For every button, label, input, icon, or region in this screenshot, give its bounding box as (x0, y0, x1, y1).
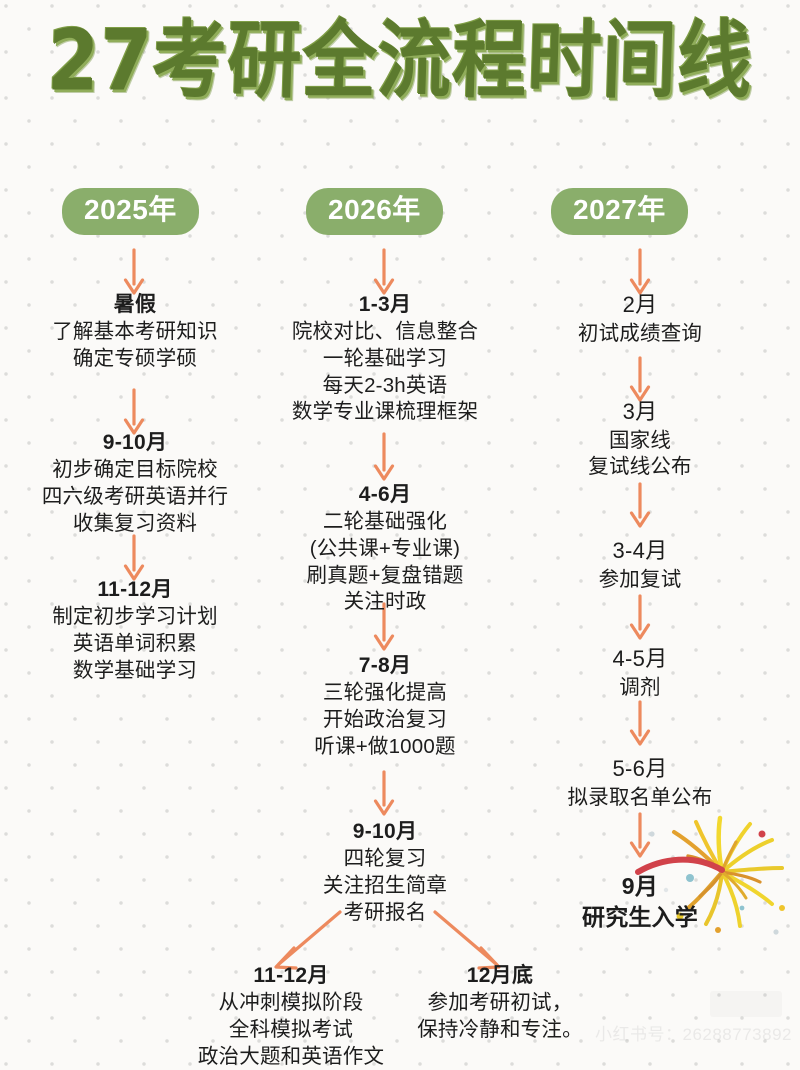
arrow-down-col2-2 (372, 602, 396, 652)
arrow-down-col2-3 (372, 770, 396, 818)
node-heading: 3-4月 (612, 538, 668, 563)
node-heading: 12月底 (466, 964, 534, 987)
node-line: 研究生入学 (582, 903, 698, 930)
node-line: 确定专硕学硕 (72, 346, 198, 370)
timeline-node-2026-nov-dec: 11-12月 从冲刺模拟阶段 全科模拟考试 政治大题和英语作文 (166, 962, 416, 1070)
node-heading: 9月 (621, 873, 659, 899)
node-line: 拟录取名单公布 (567, 785, 713, 809)
node-heading: 5-6月 (612, 756, 668, 781)
year-badge-2027[interactable]: 2027年 (551, 188, 688, 236)
node-line: 收集复习资料 (72, 511, 198, 535)
node-heading: 3月 (622, 399, 658, 424)
timeline-node-2026-jan-mar: 1-3月 院校对比、信息整合 一轮基础学习 每天2-3h英语 数学专业课梳理框架 (250, 291, 520, 426)
node-heading: 2月 (622, 292, 658, 317)
page-title: 27考研全流程时间线 (45, 11, 754, 111)
year-badge-2025[interactable]: 2025年 (62, 188, 199, 236)
node-line: 四六级考研英语并行 (41, 484, 229, 508)
arrow-down-col3-5 (628, 812, 652, 860)
node-line: 三轮强化提高 (322, 681, 448, 705)
timeline-node-2027-mar: 3月 国家线 复试线公布 (505, 398, 775, 481)
node-line: 院校对比、信息整合 (291, 320, 479, 344)
node-line: 关注招生简章 (322, 873, 448, 897)
node-line: 国家线 (608, 428, 672, 452)
node-line: 刷真题+复盘错题 (306, 563, 464, 587)
timeline-node-2025-nov-dec: 11-12月 制定初步学习计划 英语单词积累 数学基础学习 (0, 576, 270, 684)
node-line: (公共课+专业课) (309, 536, 461, 560)
timeline-node-2027-may-jun: 5-6月 拟录取名单公布 (505, 755, 775, 811)
node-heading: 11-12月 (97, 578, 173, 601)
node-line: 数学基础学习 (72, 658, 198, 682)
node-line: 保持冷静和专注。 (417, 1017, 583, 1041)
node-line: 听课+做1000题 (314, 734, 456, 758)
watermark-logo (710, 991, 782, 1017)
timeline-node-2025-summer: 暑假 了解基本考研知识 确定专硕学硕 (0, 291, 270, 373)
timeline-node-2027-feb: 2月 初试成绩查询 (505, 291, 775, 347)
node-heading: 1-3月 (358, 293, 412, 316)
timeline-node-2027-mar-apr: 3-4月 参加复试 (505, 537, 775, 593)
node-line: 政治大题和英语作文 (197, 1044, 385, 1068)
timeline-node-2025-sep-oct: 9-10月 初步确定目标院校 四六级考研英语并行 收集复习资料 (0, 429, 270, 537)
arrow-down-col3-2 (628, 482, 652, 530)
node-line: 二轮基础强化 (322, 510, 448, 534)
timeline-node-2026-sep-oct: 9-10月 四轮复习 关注招生简章 考研报名 (250, 818, 520, 926)
firework-icon (622, 812, 798, 944)
node-line: 关注时政 (343, 590, 427, 614)
node-heading: 9-10月 (102, 431, 168, 454)
node-heading: 4-5月 (612, 646, 668, 671)
arrow-down-col3-3 (628, 594, 652, 642)
node-heading: 暑假 (113, 293, 157, 316)
arrow-down-2025-to-node1 (122, 248, 146, 296)
node-heading: 9-10月 (352, 820, 418, 843)
node-heading: 11-12月 (253, 964, 329, 987)
node-heading: 7-8月 (358, 654, 412, 677)
arrow-down-col3-1 (628, 356, 652, 404)
node-line: 四轮复习 (343, 847, 427, 871)
node-line: 数学专业课梳理框架 (291, 400, 479, 424)
timeline-node-2026-jul-aug: 7-8月 三轮强化提高 开始政治复习 听课+做1000题 (250, 652, 520, 760)
arrow-down-col1-1 (122, 388, 146, 436)
node-line: 开始政治复习 (322, 707, 448, 731)
timeline-node-2027-apr-may: 4-5月 调剂 (505, 645, 775, 701)
node-line: 参加复试 (598, 567, 682, 591)
node-line: 考研报名 (343, 900, 427, 924)
node-heading: 4-6月 (358, 483, 412, 506)
arrow-down-col1-2 (122, 534, 146, 582)
node-line: 了解基本考研知识 (52, 320, 218, 344)
arrow-down-2026-to-node1 (372, 248, 396, 296)
arrow-down-2027-to-node1 (628, 248, 652, 296)
timeline-node-2026-late-dec: 12月底 参加考研初试， 保持冷静和专注。 (385, 962, 615, 1044)
year-badge-2026[interactable]: 2026年 (306, 188, 443, 236)
node-line: 调剂 (619, 675, 661, 699)
node-line: 初步确定目标院校 (52, 458, 218, 482)
timeline-node-2027-sep-enrollment: 9月 研究生入学 (505, 872, 775, 933)
node-line: 从冲刺模拟阶段 (218, 991, 364, 1015)
node-line: 制定初步学习计划 (52, 605, 218, 629)
node-line: 初试成绩查询 (577, 321, 703, 345)
timeline-node-2026-apr-jun: 4-6月 二轮基础强化 (公共课+专业课) 刷真题+复盘错题 关注时政 (250, 481, 520, 616)
node-line: 每天2-3h英语 (322, 373, 448, 397)
node-line: 复试线公布 (588, 455, 692, 479)
arrow-branch-right (427, 908, 513, 974)
node-line: 参加考研初试， (427, 991, 573, 1015)
watermark-text: 小红书号：26288773892 (594, 1025, 792, 1044)
node-line: 英语单词积累 (72, 631, 198, 655)
arrow-branch-left (262, 908, 348, 974)
node-line: 一轮基础学习 (322, 346, 448, 370)
arrow-down-col3-4 (628, 700, 652, 748)
arrow-down-col2-1 (372, 432, 396, 482)
node-line: 全科模拟考试 (228, 1017, 354, 1041)
